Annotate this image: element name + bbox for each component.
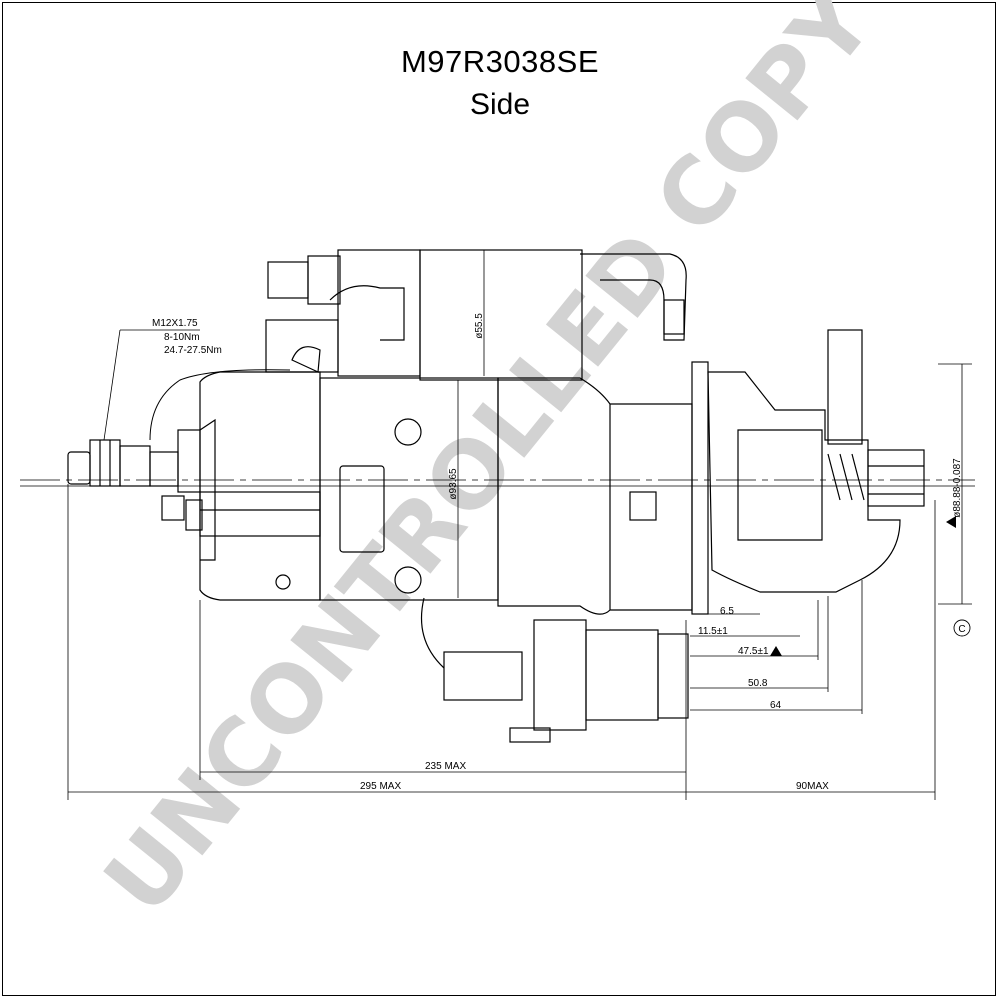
datum-marker — [953, 619, 971, 637]
dim-6-5: 6.5 — [720, 606, 734, 617]
watermark: UNCONTROLLED COPY — [84, 0, 895, 934]
dim-47-5: 47.5±1 — [738, 646, 769, 657]
torque-callout-2: 24.7-27.5Nm — [164, 345, 222, 356]
dia-solenoid-label: ø55.5 — [474, 313, 485, 339]
thread-callout: M12X1.75 — [152, 318, 198, 329]
tolerance-triangle — [770, 646, 782, 656]
dim-50-8: 50.8 — [748, 678, 768, 689]
datum-label: C — [958, 624, 965, 635]
starter-body — [20, 249, 975, 743]
dim-295-max: 295 MAX — [360, 781, 401, 792]
dia-body-label: ø93.65 — [448, 468, 459, 500]
dim-90-max: 90MAX — [796, 781, 829, 792]
drawing-subtitle: Side — [469, 88, 531, 121]
dia-pinion-label: ø88.88-0.087 — [952, 458, 963, 518]
drawing-title: M97R3038SE — [400, 44, 599, 79]
dim-11-5: 11.5±1 — [698, 626, 728, 637]
dimension-lines — [67, 329, 972, 800]
torque-callout-1: 8-10Nm — [164, 332, 200, 343]
dim-64: 64 — [770, 700, 782, 711]
datum-triangle — [946, 516, 956, 528]
dim-235-max: 235 MAX — [425, 761, 466, 772]
